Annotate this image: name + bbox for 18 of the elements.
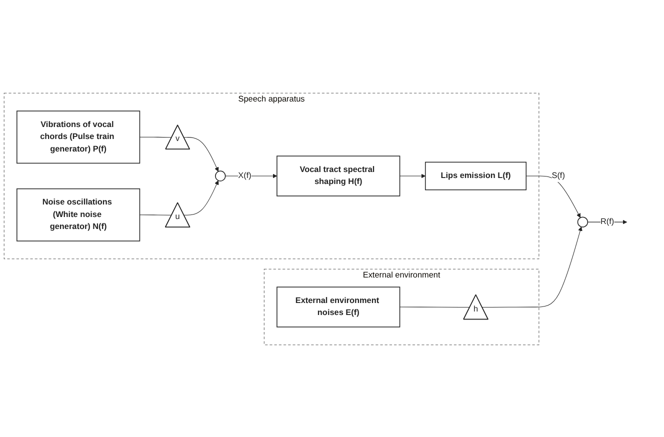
node-box: External environment noises E(f) [276, 286, 400, 327]
edge-label: S(f) [552, 170, 565, 180]
node-circle [215, 170, 226, 181]
node-box: Noise oscillations (White noise generator) N(f) [16, 188, 140, 241]
connector [139, 214, 172, 215]
arrow [400, 173, 426, 178]
node-box: Vibrations of vocal chords (Pulse train generator) P(f) [16, 110, 140, 164]
arrow [482, 226, 582, 308]
connector [139, 136, 172, 138]
node-circle [577, 216, 588, 227]
arrow [184, 180, 219, 215]
edge-label: X(f) [238, 170, 252, 180]
node-box: Lips emission L(f) [424, 161, 527, 190]
node-box: Vocal tract spectral shaping H(f) [276, 155, 400, 196]
edge-label: R(f) [600, 216, 614, 226]
arrow [526, 175, 581, 218]
connector [400, 306, 470, 308]
arrow [184, 136, 219, 172]
